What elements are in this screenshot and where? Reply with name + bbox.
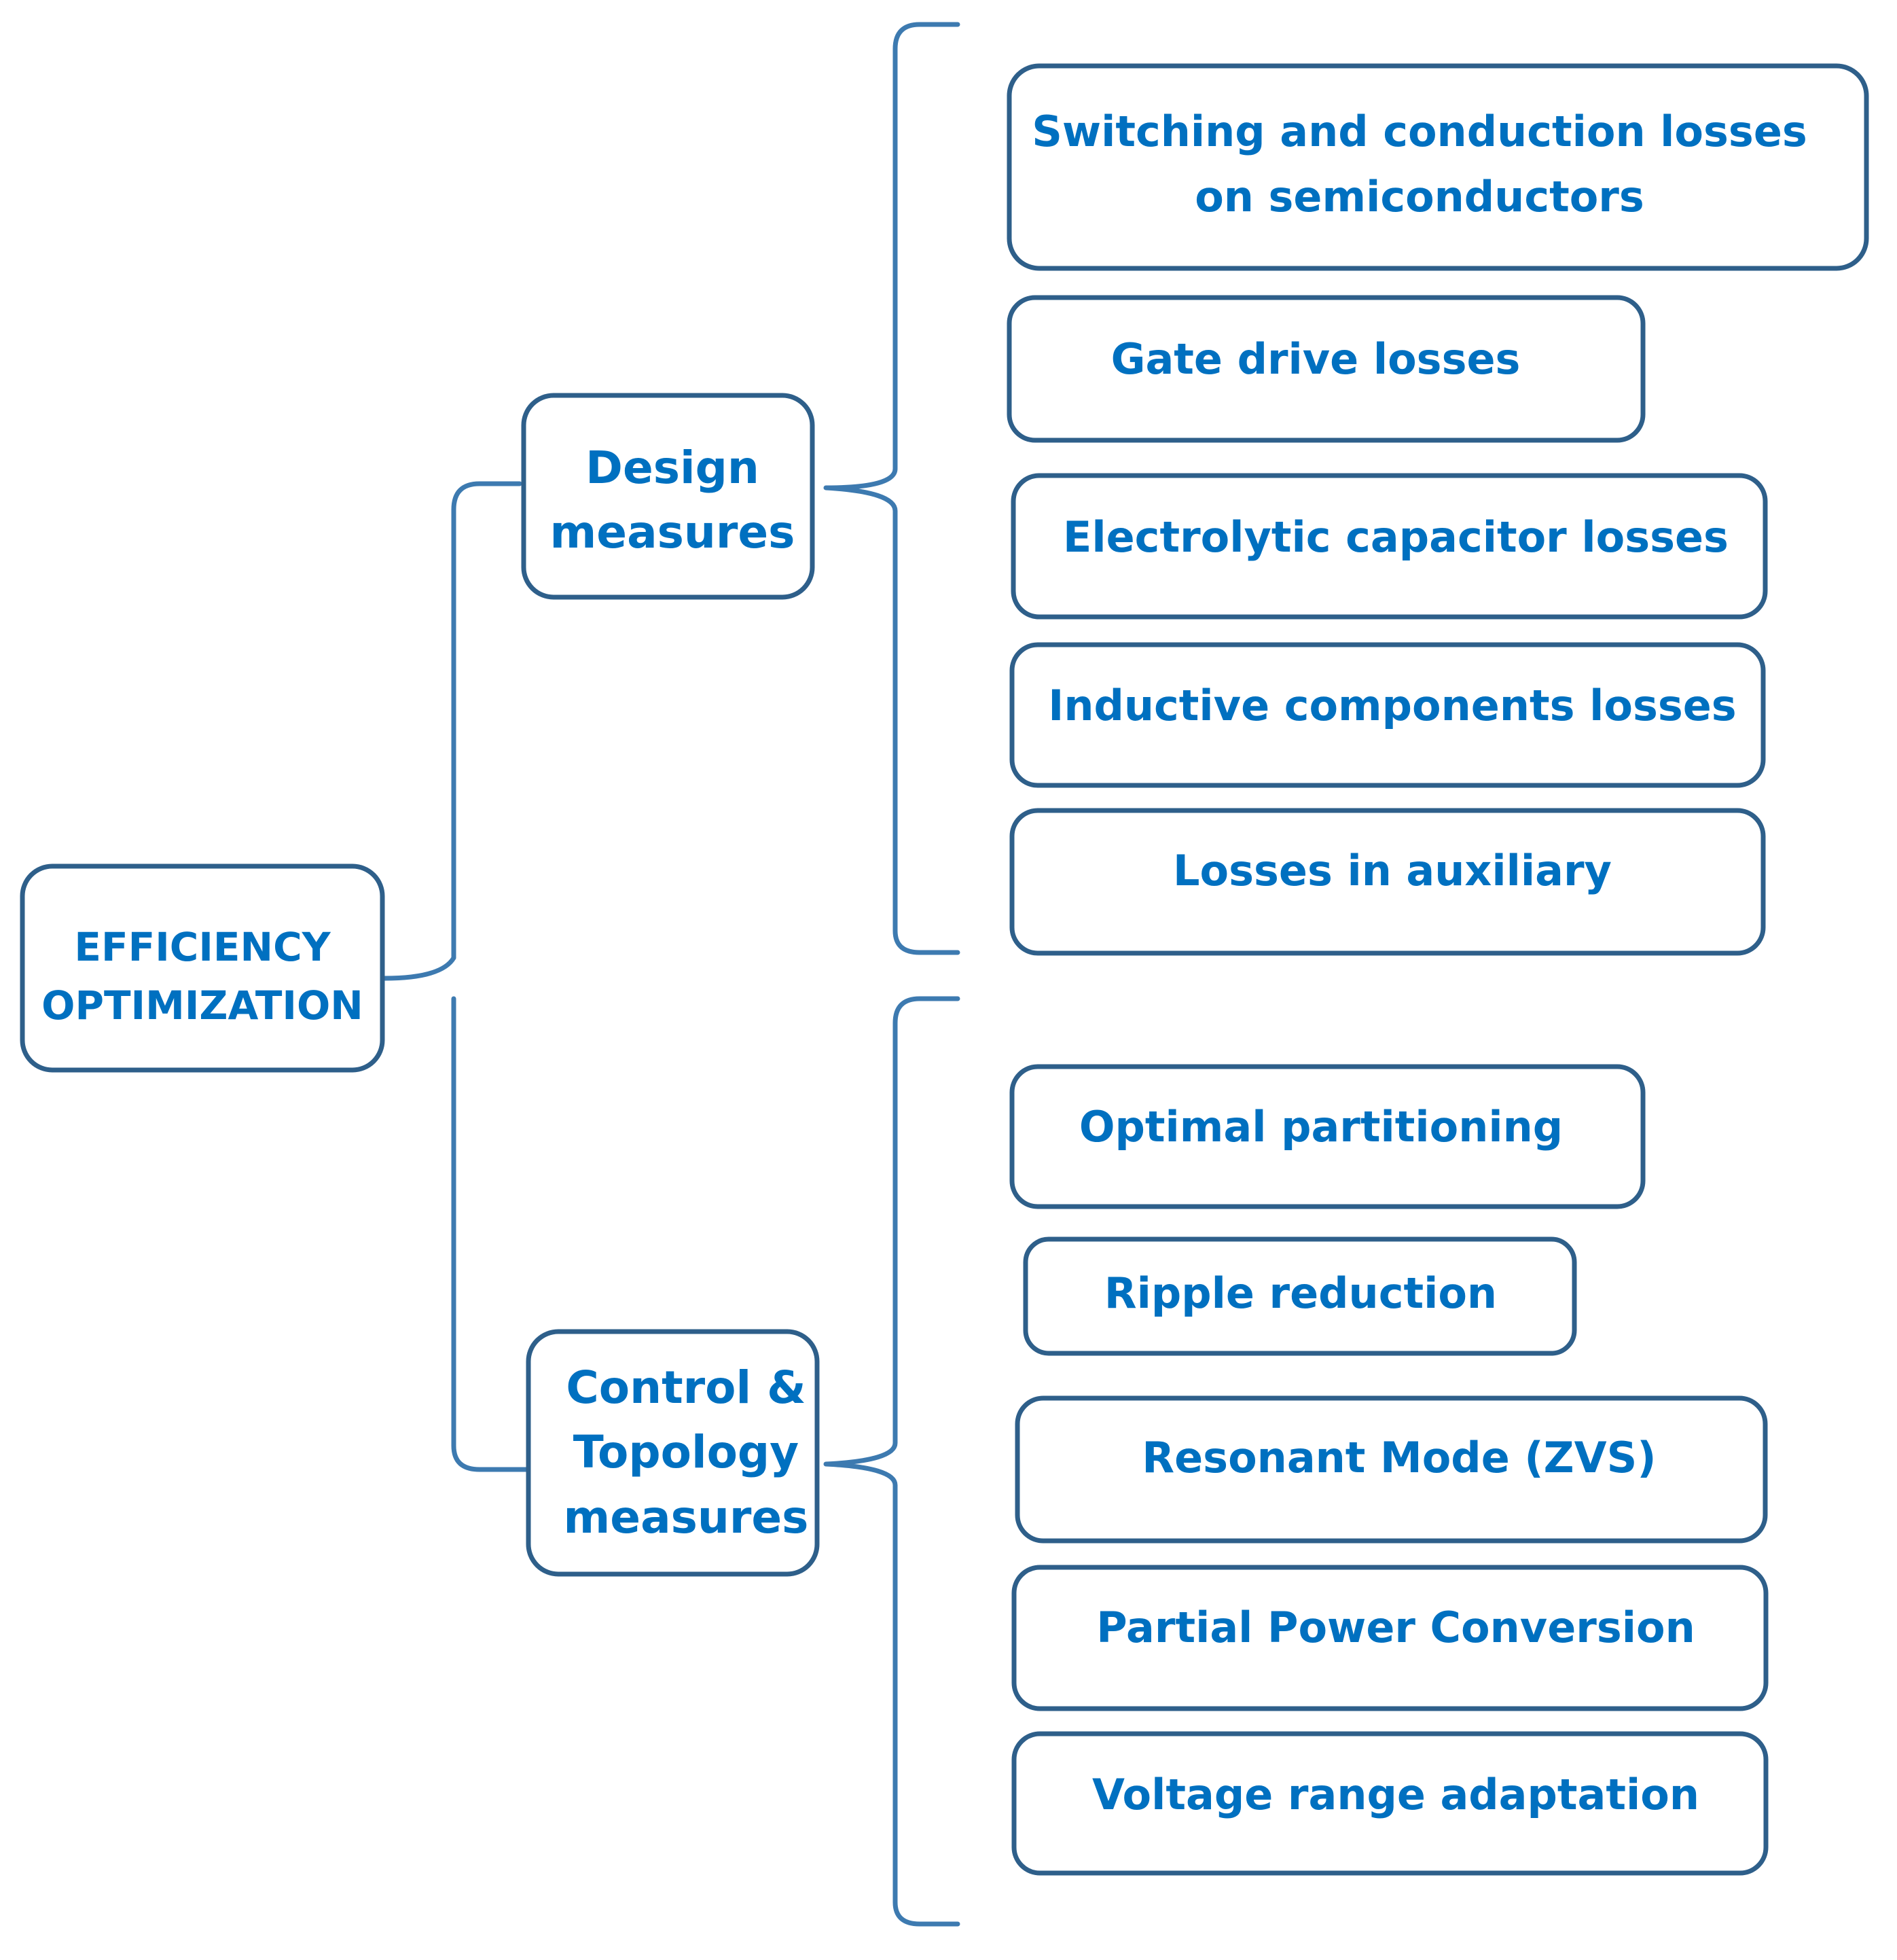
ripple-reduction-node: Ripple reduction: [1023, 1236, 1577, 1356]
partial-power-conversion-label: Partial Power Conversion: [1096, 1603, 1695, 1652]
control-items-brace: [823, 996, 960, 1927]
efficiency-optimization-line-2: OPTIMIZATION: [41, 982, 363, 1029]
voltage-range-adaptation-label: Voltage range adaptation: [1092, 1770, 1699, 1819]
voltage-range-adaptation-node: Voltage range adaptation: [1011, 1731, 1769, 1876]
gate-drive-losses-node: Gate drive losses: [1007, 295, 1646, 443]
ripple-reduction-box: [1023, 1236, 1577, 1356]
electrolytic-capacitor-losses-node: Electrolytic capacitor losses: [1011, 473, 1768, 620]
electrolytic-capacitor-losses-label: Electrolytic capacitor losses: [1063, 512, 1729, 562]
losses-in-auxiliary-box: [1009, 808, 1766, 956]
voltage-range-adaptation-box: [1011, 1731, 1769, 1876]
design-items-brace: [823, 22, 960, 955]
control-topology-measures-line-3: measures: [564, 1491, 809, 1544]
design-measures-line-1: Design: [585, 442, 759, 494]
partial-power-conversion-box: [1011, 1565, 1769, 1711]
electrolytic-capacitor-losses-box: [1011, 473, 1768, 620]
control-topology-measures-line-2: Topology: [573, 1426, 799, 1478]
design-measures-box: [521, 393, 815, 600]
losses-in-auxiliary-label: Losses in auxiliary: [1173, 846, 1612, 895]
efficiency-optimization-line-1: EFFICIENCY: [74, 924, 331, 970]
gate-drive-losses-label: Gate drive losses: [1111, 334, 1521, 384]
control-topology-measures-box: [526, 1329, 820, 1577]
efficiency-optimization-node: EFFICIENCY OPTIMIZATION: [20, 863, 385, 1073]
partial-power-conversion-node: Partial Power Conversion: [1011, 1565, 1769, 1711]
switching-conduction-losses-line-1: Switching and conduction losses: [1032, 107, 1807, 156]
losses-in-auxiliary-node: Losses in auxiliary: [1009, 808, 1766, 956]
resonant-mode-zvs-node: Resonant Mode (ZVS): [1015, 1395, 1768, 1544]
design-measures-line-2: measures: [550, 506, 795, 558]
optimal-partitioning-box: [1009, 1064, 1646, 1209]
inductive-components-losses-label: Inductive components losses: [1048, 681, 1736, 730]
optimal-partitioning-node: Optimal partitioning: [1009, 1064, 1646, 1209]
switching-conduction-losses-box: [1007, 63, 1869, 271]
inductive-components-losses-box: [1009, 642, 1766, 788]
ripple-reduction-label: Ripple reduction: [1104, 1268, 1497, 1318]
efficiency-optimization-box: [20, 863, 385, 1073]
resonant-mode-zvs-box: [1015, 1395, 1768, 1544]
optimal-partitioning-label: Optimal partitioning: [1079, 1102, 1563, 1152]
design-measures-node: Design measures: [521, 393, 815, 600]
gate-drive-losses-box: [1007, 295, 1646, 443]
control-topology-measures-line-1: Control &: [566, 1361, 806, 1414]
resonant-mode-zvs-label: Resonant Mode (ZVS): [1142, 1433, 1656, 1482]
root-to-categories-bracket: [382, 481, 529, 1472]
switching-conduction-losses-line-2: on semiconductors: [1195, 172, 1644, 221]
switching-conduction-losses-node: Switching and conduction losses on semic…: [1007, 63, 1869, 271]
control-topology-measures-node: Control & Topology measures: [526, 1329, 820, 1577]
inductive-components-losses-node: Inductive components losses: [1009, 642, 1766, 788]
